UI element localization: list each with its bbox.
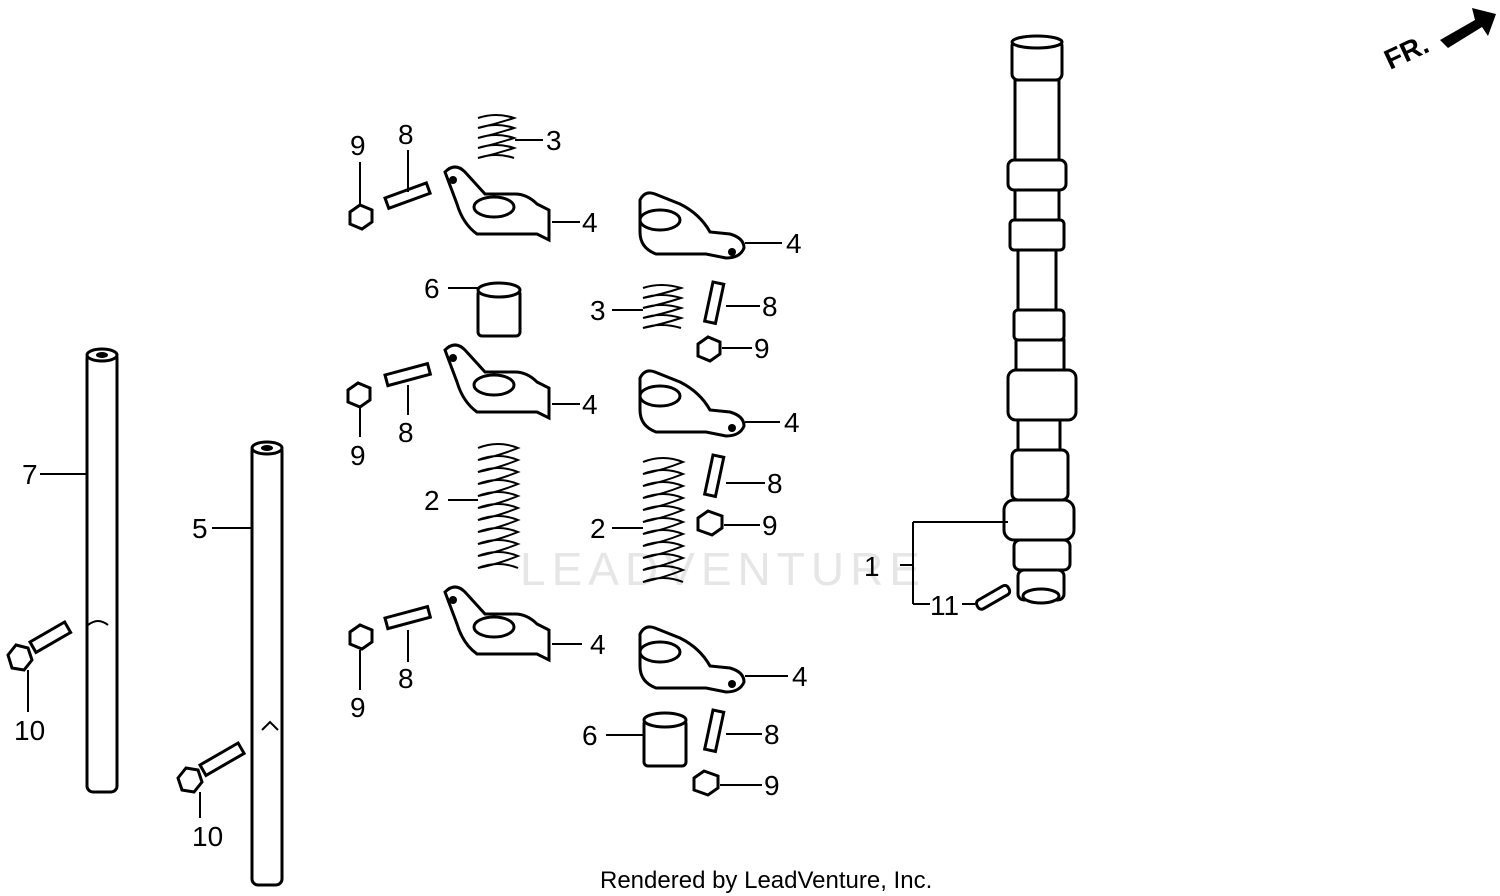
- callout-4c: 4: [582, 389, 598, 420]
- callout-8a: 8: [398, 119, 414, 150]
- callout-7: 7: [22, 459, 38, 490]
- callout-10a: 10: [14, 715, 45, 746]
- rocker-arm-4f: [638, 625, 746, 694]
- callout-9b: 9: [350, 440, 366, 471]
- callout-9a: 9: [350, 130, 366, 161]
- callout-6a: 6: [424, 273, 440, 304]
- adjuster-8c: [383, 604, 433, 631]
- callout-10b: 10: [192, 821, 223, 852]
- callout-5: 5: [192, 513, 208, 544]
- callout-3b: 3: [590, 295, 606, 326]
- callout-4b: 4: [786, 228, 802, 259]
- callout-1: 1: [864, 551, 880, 582]
- nut-9d: [696, 335, 722, 363]
- rocker-arm-4c: [443, 343, 551, 421]
- adjuster-8b: [383, 361, 433, 388]
- nut-9b: [346, 381, 372, 409]
- callout-9f: 9: [764, 770, 780, 801]
- adjuster-8e: [702, 453, 726, 499]
- rocker-arm-4e: [443, 585, 551, 663]
- front-marker: FR.: [1379, 28, 1433, 75]
- callout-4e: 4: [590, 629, 606, 660]
- collar-6a: [476, 281, 522, 338]
- bolt-10b: [176, 740, 247, 794]
- camshaft-1: [1002, 34, 1078, 605]
- callout-8b: 8: [398, 417, 414, 448]
- spring-3b: [642, 284, 685, 329]
- bolt-10a: [6, 619, 73, 672]
- nut-9e: [696, 509, 724, 537]
- callout-8e: 8: [767, 468, 783, 499]
- callout-3a: 3: [546, 125, 562, 156]
- callout-8f: 8: [764, 719, 780, 750]
- footer-credit: Rendered by LeadVenture, Inc.: [600, 867, 932, 894]
- nut-9f: [692, 769, 720, 797]
- nut-9a: [348, 203, 374, 231]
- callout-8c: 8: [398, 663, 414, 694]
- adjuster-8f: [702, 708, 726, 754]
- rocker-shaft-5: [250, 440, 284, 887]
- callout-6b: 6: [582, 720, 598, 751]
- callout-9e: 9: [762, 510, 778, 541]
- watermark: LEADVENTURE: [520, 543, 926, 595]
- adjuster-8d: [702, 280, 726, 326]
- callout-9c: 9: [350, 692, 366, 723]
- rocker-shaft-7: [85, 347, 119, 794]
- rocker-arm-4a: [443, 165, 551, 243]
- callout-2b: 2: [590, 513, 606, 544]
- callout-11: 11: [930, 590, 959, 621]
- callout-9d: 9: [754, 333, 770, 364]
- adjuster-8a: [383, 181, 433, 211]
- spring-3a: [477, 114, 518, 159]
- rocker-arm-4b: [638, 191, 746, 260]
- front-arrow-icon: [1440, 8, 1496, 48]
- callout-2a: 2: [424, 485, 440, 516]
- callout-4f: 4: [792, 661, 808, 692]
- collar-6b: [642, 711, 688, 768]
- pin-11: [974, 583, 1012, 611]
- callout-4a: 4: [582, 207, 598, 238]
- callout-8d: 8: [762, 291, 778, 322]
- callout-4d: 4: [784, 407, 800, 438]
- spring-2b: [642, 457, 686, 583]
- nut-9c: [348, 623, 374, 651]
- rocker-arm-4d: [638, 369, 746, 438]
- spring-2a: [477, 443, 521, 569]
